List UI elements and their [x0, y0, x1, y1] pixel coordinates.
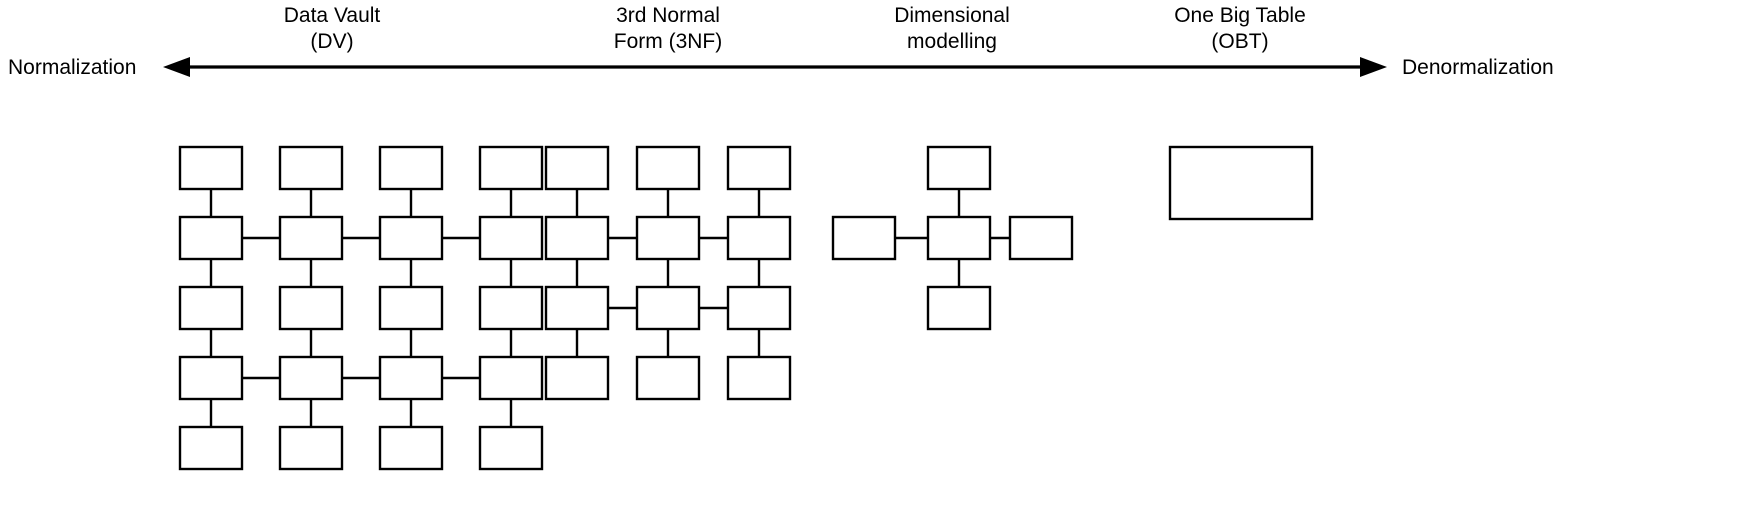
entity-box	[544, 285, 610, 331]
entity-box	[178, 425, 244, 471]
entity-box	[478, 215, 544, 261]
column-title-obt-line2: (OBT)	[1211, 30, 1268, 53]
column-titles: Data Vault (DV) 3rd Normal Form (3NF) Di…	[284, 4, 1306, 53]
entity-box	[478, 425, 544, 471]
column-title-dimensional-line1: Dimensional	[894, 4, 1010, 27]
column-title-data-vault-line2: (DV)	[310, 30, 353, 53]
entity-box	[278, 355, 344, 401]
entity-box	[478, 285, 544, 331]
entity-box	[726, 285, 792, 331]
entity-box	[544, 145, 610, 191]
spectrum-axis	[163, 57, 1387, 77]
entity-box	[635, 285, 701, 331]
entity-box	[178, 355, 244, 401]
model-group-data-vault	[178, 145, 544, 471]
entity-box	[635, 215, 701, 261]
entity-box	[378, 285, 444, 331]
arrow-head-right-icon	[1360, 57, 1387, 77]
entity-box-center	[926, 215, 992, 261]
entity-box	[926, 285, 992, 331]
models-layer	[178, 145, 1314, 471]
entity-box	[378, 355, 444, 401]
entity-box	[1008, 215, 1074, 261]
entity-box	[478, 145, 544, 191]
entity-box	[178, 285, 244, 331]
entity-box	[544, 355, 610, 401]
column-title-3nf-line1: 3rd Normal	[616, 4, 720, 27]
entity-box	[378, 215, 444, 261]
entity-box	[278, 215, 344, 261]
entity-box	[544, 215, 610, 261]
arrow-head-left-icon	[163, 57, 190, 77]
entity-box	[831, 215, 897, 261]
entity-box	[378, 425, 444, 471]
model-group-third-normal-form	[544, 145, 792, 401]
model-group-one-big-table	[1168, 145, 1314, 221]
entity-box	[178, 145, 244, 191]
column-title-obt-line1: One Big Table	[1174, 4, 1306, 27]
entity-box	[726, 355, 792, 401]
entity-box	[635, 145, 701, 191]
entity-box	[635, 355, 701, 401]
normalization-label: Normalization	[8, 56, 136, 79]
denormalization-label: Denormalization	[1402, 56, 1554, 79]
entity-box	[278, 285, 344, 331]
entity-box	[926, 145, 992, 191]
entity-box	[478, 355, 544, 401]
entity-box	[726, 215, 792, 261]
entity-box	[378, 145, 444, 191]
entity-box	[278, 145, 344, 191]
column-title-3nf-line2: Form (3NF)	[614, 30, 723, 53]
entity-box	[178, 215, 244, 261]
entity-box	[726, 145, 792, 191]
entity-box	[278, 425, 344, 471]
column-title-dimensional-line2: modelling	[907, 30, 997, 53]
column-title-data-vault-line1: Data Vault	[284, 4, 381, 27]
model-group-dimensional-modelling	[831, 145, 1074, 331]
entity-box-one-big-table	[1168, 145, 1314, 221]
